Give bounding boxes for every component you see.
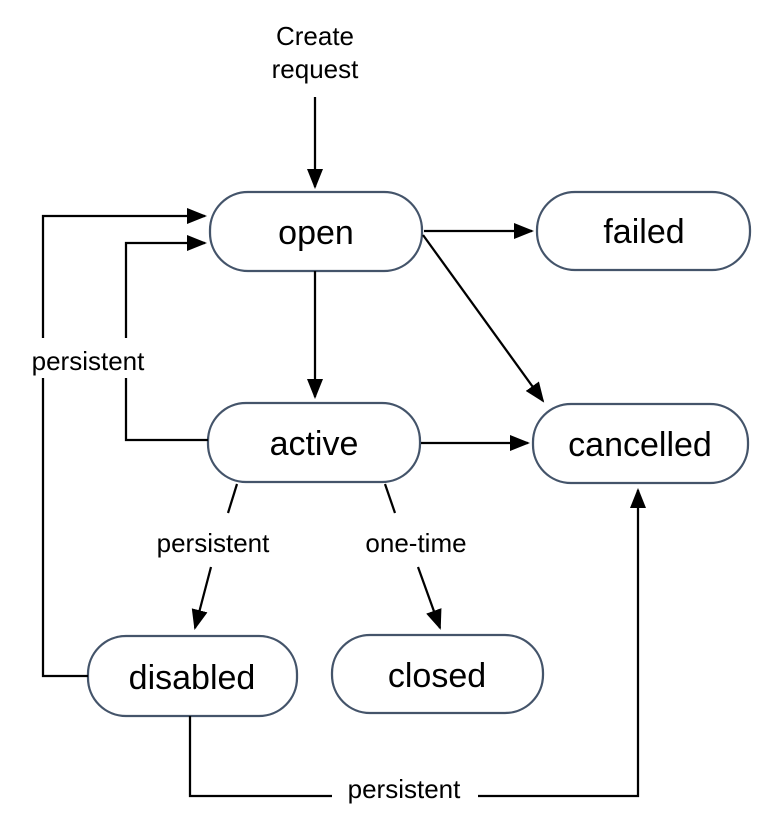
node-active-shape [206,401,422,484]
edge-disabled-to-open-loop [41,207,208,678]
node-failed: failed [535,190,752,272]
edge-label-create-request-line1: Create [276,21,354,51]
node-failed-shape [535,190,752,272]
node-cancelled: cancelled [531,402,750,485]
edge-label-persistent-bottom-bg [332,773,478,805]
node-active: active [206,401,422,484]
edge-active-to-closed-upper [383,483,397,514]
node-open-label: open [278,214,354,252]
edge-label-persistent-middle: persistent [157,528,270,558]
edge-active-to-disabled-arrow [191,566,213,630]
node-closed-shape [330,633,545,715]
node-disabled-label: disabled [129,659,256,697]
node-cancelled-shape [531,402,750,485]
edge-label-persistent-left: persistent [32,346,145,376]
node-closed: closed [330,633,545,715]
edge-label-create-request-line2: request [272,54,359,84]
edge-label-one-time: one-time [365,528,466,558]
edge-active-to-closed-arrow [416,566,442,630]
node-cancelled-label: cancelled [568,426,712,464]
edge-label-persistent-bottom: persistent [348,774,461,804]
edge-label-persistent-left-bg [18,338,160,378]
node-closed-label: closed [388,657,486,695]
node-disabled: disabled [86,634,299,718]
edge-open-to-cancelled [422,234,545,403]
node-active-label: active [270,425,359,463]
node-failed-label: failed [603,213,684,251]
edge-active-to-disabled-upper [226,483,239,514]
node-open: open [208,190,424,273]
